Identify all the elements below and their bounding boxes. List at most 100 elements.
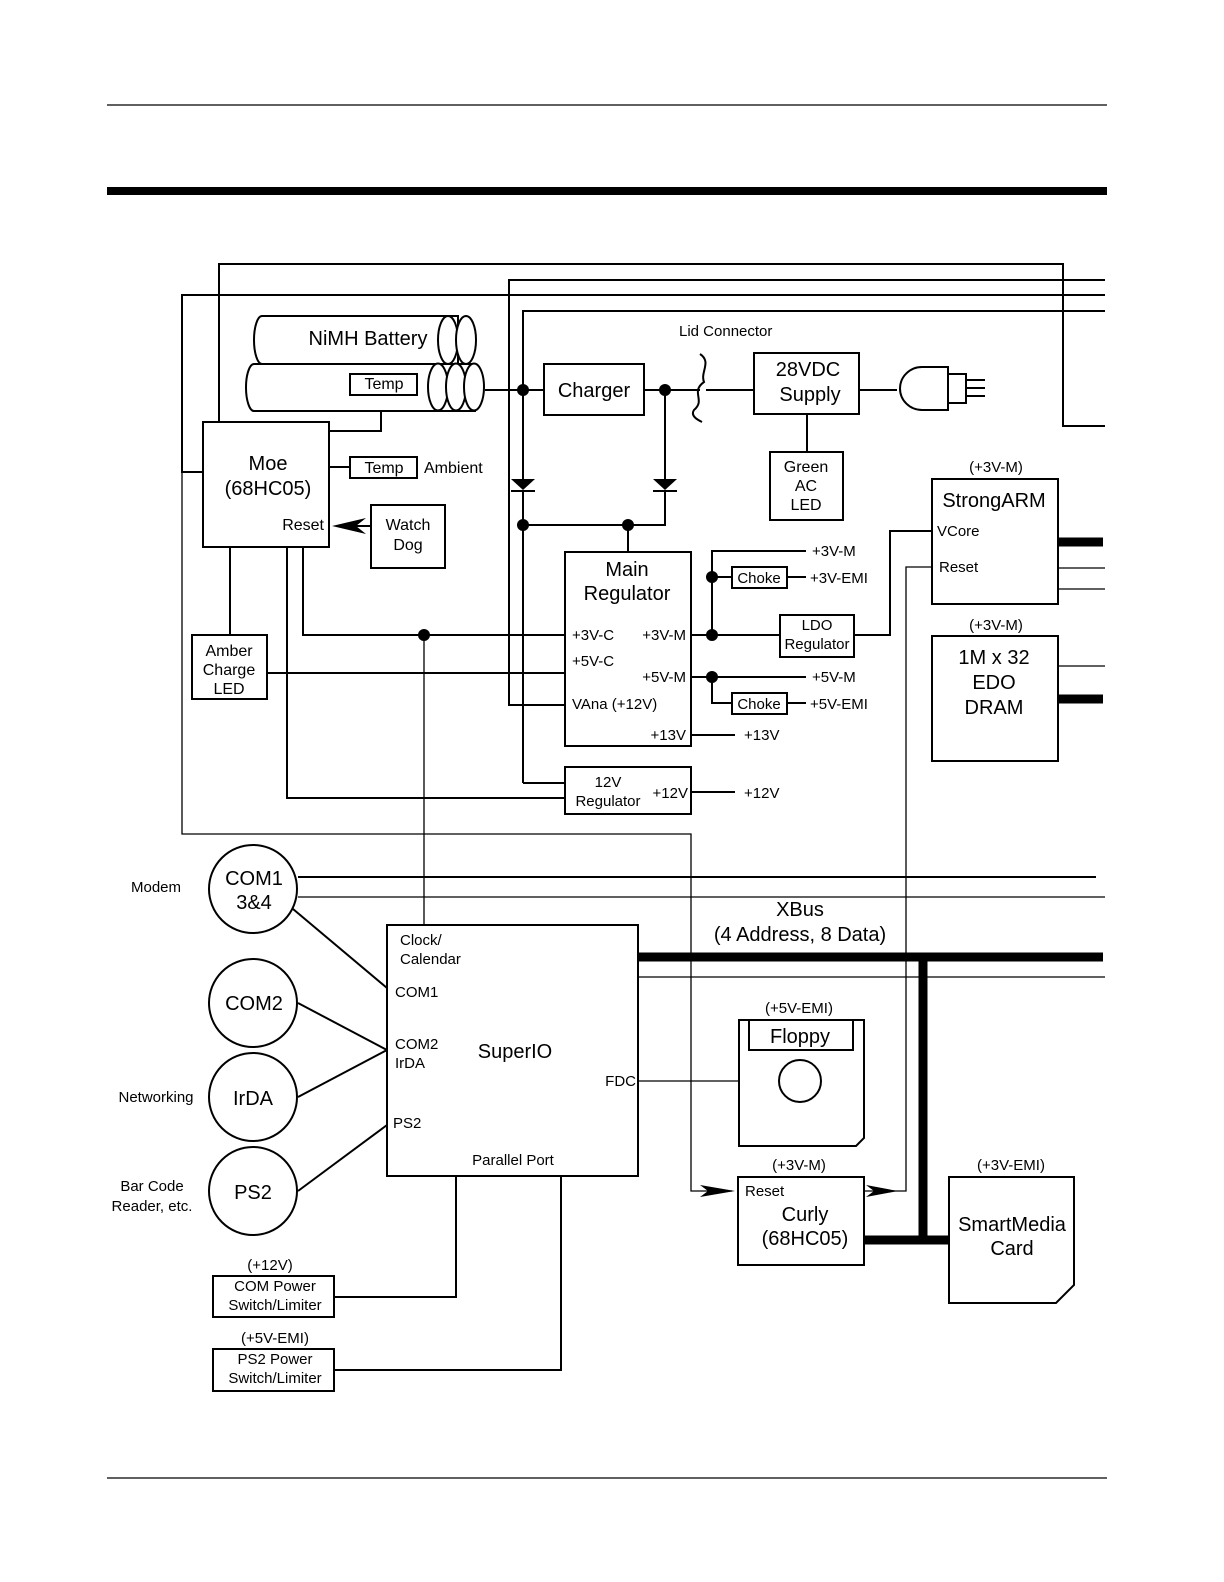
watchdog-label-2: Dog <box>393 537 422 554</box>
ps2-port <box>208 1146 298 1236</box>
moe-box <box>202 421 330 548</box>
lid-connector-icon <box>692 353 707 423</box>
battery-temp-sensor <box>349 373 418 396</box>
irda-label: IrDA <box>233 1088 274 1110</box>
lid-connector-label: Lid Connector <box>679 323 772 340</box>
barcode-label-1: Bar Code <box>120 1178 183 1195</box>
rail-3vm: +3V-M <box>812 543 856 560</box>
com1-label-2: 3&4 <box>236 892 272 914</box>
battery-temp-label: Temp <box>364 376 403 393</box>
ps2-power-box <box>212 1348 335 1392</box>
superio-com2: COM2 <box>395 1036 438 1053</box>
superio-label: SuperIO <box>478 1041 552 1063</box>
moe-reset-label: Reset <box>282 517 324 534</box>
moe-label-1: Moe <box>249 453 288 475</box>
com1-port <box>208 844 298 934</box>
ldo-label-2: Regulator <box>784 636 849 653</box>
curly-reset-arrow-icon <box>700 1185 735 1197</box>
com-power-supply: (+12V) <box>247 1257 292 1274</box>
watchdog-box <box>370 504 446 569</box>
curly-label-1: Curly <box>782 1204 829 1226</box>
reg12-out-label: +12V <box>653 785 688 802</box>
green-led-label-3: LED <box>790 497 821 514</box>
dram-label-2: EDO <box>972 672 1015 694</box>
wiring <box>181 263 1105 1371</box>
floppy-label: Floppy <box>770 1026 830 1048</box>
ps2-power-label-2: Switch/Limiter <box>228 1370 321 1387</box>
reg12-label-2: Regulator <box>575 793 640 810</box>
rail-5vm: +5V-M <box>812 669 856 686</box>
rail-5vemi: +5V-EMI <box>810 696 868 713</box>
rail-3vemi: +3V-EMI <box>810 570 868 587</box>
watchdog-arrow-icon <box>332 518 366 534</box>
green-led-label-1: Green <box>784 459 828 476</box>
ambient-label: Ambient <box>424 460 483 477</box>
xbus-label-2: (4 Address, 8 Data) <box>714 924 886 946</box>
strongarm-label: StrongARM <box>942 490 1045 512</box>
amber-led-label-2: Charge <box>203 662 256 679</box>
dram-label-1: 1M x 32 <box>958 647 1029 669</box>
ambient-temp-sensor <box>349 456 418 479</box>
superio-parallel: Parallel Port <box>472 1152 555 1169</box>
com2-port <box>208 958 298 1048</box>
ps2-power-supply: (+5V-EMI) <box>241 1330 309 1347</box>
reg12-label-1: 12V <box>595 774 622 791</box>
floppy-drive <box>738 1019 865 1147</box>
supply-label-2: Supply <box>779 384 840 406</box>
floppy-disk-icon <box>778 1059 822 1103</box>
com2-label: COM2 <box>225 993 283 1015</box>
main-reg-label-2: Regulator <box>584 583 671 605</box>
com-power-label-1: COM Power <box>234 1278 316 1295</box>
modem-label: Modem <box>131 879 181 896</box>
floppy-supply: (+5V-EMI) <box>765 1000 833 1017</box>
superio-irda: IrDA <box>395 1055 425 1072</box>
12v-regulator-box <box>564 766 692 815</box>
curly-supply: (+3V-M) <box>772 1157 826 1174</box>
amber-charge-led-box <box>191 634 268 700</box>
green-ac-led-box <box>769 451 844 521</box>
superio-clock-1: Clock/ <box>400 932 443 949</box>
strongarm-reset: Reset <box>939 559 979 576</box>
amber-led-label-3: LED <box>213 681 244 698</box>
strongarm-box <box>931 478 1059 605</box>
pin-3vm: +3V-M <box>642 627 686 644</box>
choke-3v-label: Choke <box>737 570 780 587</box>
superio-fdc: FDC <box>605 1073 636 1090</box>
green-led-label-2: AC <box>795 478 817 495</box>
superio-ps2: PS2 <box>393 1115 421 1132</box>
pin-13v: +13V <box>651 727 686 744</box>
networking-label: Networking <box>118 1089 193 1106</box>
main-reg-label-1: Main <box>605 559 648 581</box>
pin-5vm: +5V-M <box>642 669 686 686</box>
rail-13v: +13V <box>744 727 779 744</box>
main-regulator-box <box>564 551 692 747</box>
supply-box <box>753 352 860 415</box>
superio-box <box>386 924 639 1177</box>
pin-5vc: +5V-C <box>572 653 614 670</box>
dram-label-3: DRAM <box>965 697 1024 719</box>
choke-5v-label: Choke <box>737 696 780 713</box>
barcode-label-2: Reader, etc. <box>112 1198 193 1215</box>
pin-3vc: +3V-C <box>572 627 614 644</box>
xbus-label-1: XBus <box>776 899 824 921</box>
charger-box <box>543 363 645 416</box>
charger-label: Charger <box>558 380 631 402</box>
moe-label-2: (68HC05) <box>225 478 312 500</box>
com1-label-1: COM1 <box>225 868 283 890</box>
amber-led-label-1: Amber <box>205 643 253 660</box>
diode-icon <box>511 479 535 492</box>
choke-5v <box>731 692 788 715</box>
ps2-label: PS2 <box>234 1182 272 1204</box>
ambient-temp-label: Temp <box>364 460 403 477</box>
pin-vana: VAna (+12V) <box>572 696 657 713</box>
strongarm-vcore: VCore <box>937 523 980 540</box>
watchdog-label-1: Watch <box>386 517 431 534</box>
curly-box <box>737 1176 865 1266</box>
com-power-box <box>212 1275 335 1318</box>
irda-port <box>208 1052 298 1142</box>
rail-12v: +12V <box>744 785 779 802</box>
ps2-power-label-1: PS2 Power <box>237 1351 312 1368</box>
superio-com1: COM1 <box>395 984 438 1001</box>
curly-reset: Reset <box>745 1183 785 1200</box>
